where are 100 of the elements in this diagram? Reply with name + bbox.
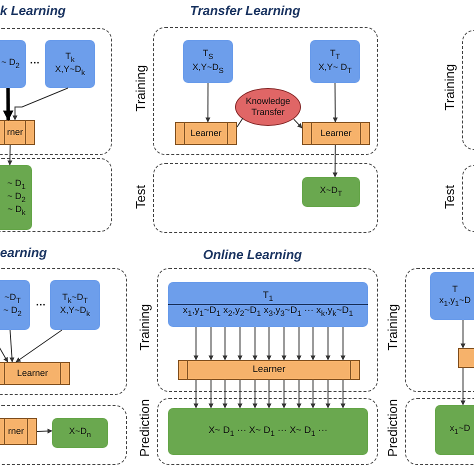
arrow: [2, 88, 14, 122]
node-text: T$_{S}$: [202, 48, 214, 62]
node-text: Learner: [320, 128, 352, 140]
node-text: X~D$_{n}$: [69, 426, 91, 440]
side-label: Test: [133, 184, 149, 209]
ellipsis: ···: [36, 300, 46, 311]
node-text: x$_{1}$,y$_{1}$~D: [439, 295, 471, 308]
node-text: ~ D$_{2}$: [3, 305, 22, 318]
arrow: [282, 326, 286, 360]
arrow: [332, 82, 338, 122]
task-box: [430, 272, 474, 320]
node-text: X~D$_{T}$: [320, 185, 342, 199]
arrow: [340, 326, 346, 360]
learner-box: [0, 362, 70, 385]
dashed-group-outline: [0, 158, 112, 232]
arrow: [238, 326, 242, 360]
side-label: Training: [137, 304, 153, 350]
task-box: [310, 40, 360, 83]
connector-line: [236, 118, 244, 128]
ellipsis: ···: [30, 58, 40, 69]
learner-box: [175, 122, 237, 145]
arrow: [208, 380, 214, 408]
arrow: [222, 326, 228, 360]
arrow: [460, 368, 466, 406]
learner-box: [0, 120, 35, 145]
dashed-group-outline: [0, 268, 127, 395]
task-box: [168, 282, 368, 327]
output-box: [52, 418, 108, 448]
node-text: Learner: [190, 128, 222, 140]
node-text: Learner: [16, 368, 48, 380]
node-text: ~ D$_{2}$: [1, 57, 20, 71]
learner-box: [178, 360, 360, 380]
panel-title: Online Learning: [203, 247, 302, 262]
node-text: T$_{k}$: [65, 50, 75, 64]
panel-title: k Learning: [0, 3, 66, 18]
side-label: Training: [385, 304, 401, 350]
side-label: Training: [442, 64, 458, 110]
arrow: [252, 380, 258, 408]
arrow: [326, 326, 330, 360]
arrow: [310, 380, 316, 408]
task-box: [0, 40, 26, 88]
arrow: [266, 380, 272, 408]
node-text: T$_{k}$~D$_{T}$: [62, 292, 88, 305]
arrow: [208, 326, 214, 360]
arrow: [194, 380, 198, 408]
dashed-group-outline: [0, 28, 112, 155]
output-box: [0, 165, 32, 230]
arrow: [252, 326, 258, 360]
node-text: X,Y~D$_{k}$: [60, 305, 90, 318]
node-text: rner: [6, 126, 23, 138]
output-box: [168, 408, 368, 455]
node-text: X,Y~ D$_{T}$: [318, 62, 352, 75]
arrow: [12, 88, 68, 120]
arrow: [332, 144, 338, 178]
side-label: Test: [442, 185, 458, 210]
node-text: x$_{1}$,y$_{1}$~D$_{1}$ x$_{2}$,y$_{2}$~D$_{1}$ x$_{3}$,y$_{3}$~D$_{1}$ ··· x$_{k}$,y$_{k}$~D$_{1}$: [182, 305, 354, 319]
arrow: [282, 380, 286, 408]
arrow: [266, 326, 272, 360]
task-box: [0, 280, 30, 330]
dashed-group-outline: [0, 405, 127, 465]
task-box: [50, 280, 100, 330]
arrow: [310, 326, 316, 360]
output-box: [302, 177, 360, 207]
output-box: [435, 405, 474, 455]
arrow: [238, 380, 242, 408]
arrow: [460, 320, 466, 348]
node-text: Knowledge Transfer: [244, 96, 292, 118]
arrow: [194, 326, 198, 360]
learner-box: [458, 348, 474, 368]
arrow: [205, 82, 210, 122]
panel-title: earning: [0, 245, 47, 260]
task-box: [45, 40, 95, 88]
knowledge-transfer-ellipse: [235, 88, 301, 126]
arrow: [36, 428, 52, 434]
node-text: T$_{1}$: [168, 290, 368, 305]
node-text: T$_{T}$: [330, 48, 340, 62]
panel-title: Transfer Learning: [190, 3, 300, 18]
side-label: Prediction: [137, 398, 153, 456]
learner-box: [302, 122, 370, 145]
node-text: T: [452, 284, 458, 296]
node-text: Learner: [252, 364, 286, 376]
node-text: rner: [8, 426, 24, 438]
arrow: [326, 380, 330, 408]
arrow: [222, 380, 228, 408]
arrow: [296, 326, 302, 360]
node-text: ~ D$_{1}$ ~ D$_{2}$ ~ D$_{k}$: [6, 178, 27, 218]
task-box: [183, 40, 233, 83]
arrow: [9, 330, 14, 362]
arrow: [16, 330, 62, 362]
arrow: [7, 144, 12, 166]
learner-box: [0, 418, 37, 445]
arrow: [293, 118, 302, 128]
side-label: Training: [133, 64, 149, 112]
node-text: X,Y~D$_{k}$: [54, 64, 85, 78]
side-label: Prediction: [385, 398, 401, 456]
node-text: ~D$_{T}$: [4, 292, 21, 305]
node-text: x$_{1}$~D: [450, 423, 470, 437]
arrow: [296, 380, 302, 408]
node-text: X,Y~D$_{S}$: [192, 62, 224, 75]
arrow: [340, 380, 346, 408]
